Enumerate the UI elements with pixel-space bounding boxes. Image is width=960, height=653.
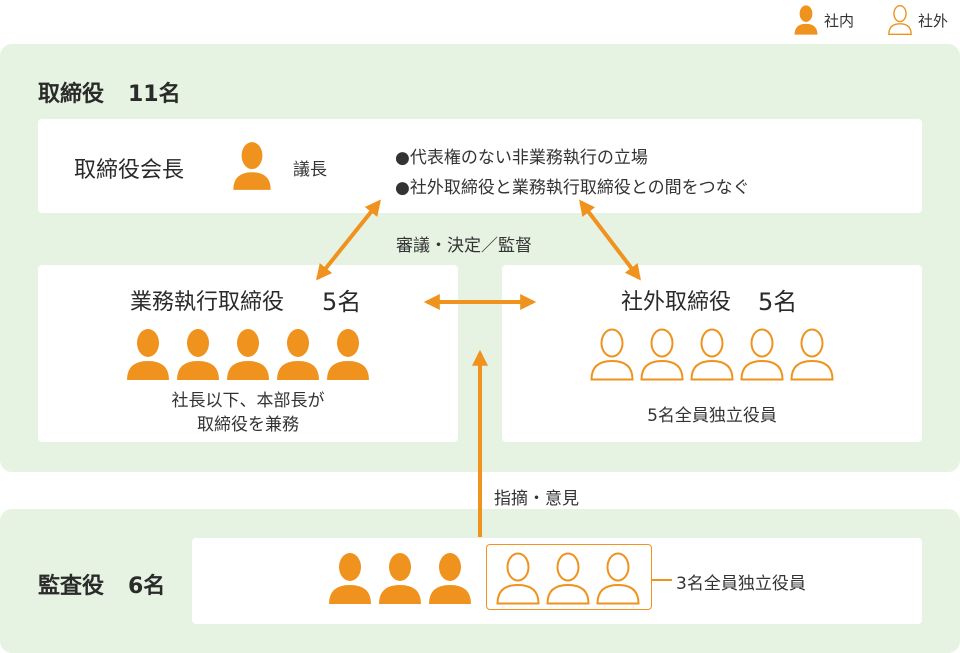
outside-director-person-icon-3 — [690, 328, 734, 381]
chairman-card — [38, 119, 922, 213]
arrow-chairman-executive — [315, 199, 382, 281]
executive-person-icon-4 — [277, 329, 319, 380]
auditors-outside-members-box — [486, 544, 652, 610]
legend-outside-label: 社外 — [918, 12, 949, 30]
auditors-outside-members-group — [494, 550, 644, 610]
auditors-inside-members-group — [326, 550, 476, 610]
deliberation-label: 審議・決定／監督 — [396, 236, 532, 256]
chairman-bullet-2: ●社外取締役と業務執行取締役との間をつなぐ — [395, 178, 750, 198]
auditor-outside-person-icon-1 — [496, 552, 540, 605]
outside-directors-note: 5名全員独立役員 — [647, 406, 777, 426]
legend-outside-person-icon — [886, 4, 914, 36]
board-count: 11名 — [128, 82, 181, 107]
executive-person-icon-1 — [127, 329, 169, 380]
chairman-bullet-1: ●代表権のない非業務執行の立場 — [395, 148, 648, 168]
feedback-label: 指摘・意見 — [494, 489, 579, 509]
outside-directors-members-group — [588, 326, 840, 386]
auditors-title: 監査役 — [38, 574, 105, 599]
board-title: 取締役 — [38, 82, 105, 107]
arrow-chairman-outside — [579, 199, 641, 281]
auditor-outside-person-icon-2 — [546, 552, 590, 605]
chairman-role: 議長 — [293, 160, 327, 180]
auditors-count: 6名 — [128, 574, 166, 599]
executive-members-group — [124, 326, 376, 386]
auditor-outside-person-icon-3 — [596, 552, 640, 605]
chairman-title: 取締役会長 — [74, 158, 185, 183]
outside-director-person-icon-2 — [640, 328, 684, 381]
chairman-person-icon — [229, 140, 275, 192]
auditors-note-connector — [652, 579, 672, 581]
auditors-note: 3名全員独立役員 — [676, 574, 806, 594]
auditor-inside-person-icon-3 — [429, 553, 471, 604]
outside-director-person-icon-5 — [790, 328, 834, 381]
outside-directors-title: 社外取締役 — [621, 290, 732, 315]
executive-note-line1: 社長以下、本部長が — [171, 391, 325, 411]
outside-directors-count: 5名 — [758, 288, 798, 316]
outside-director-person-icon-1 — [590, 328, 634, 381]
executive-person-icon-3 — [227, 329, 269, 380]
legend-inside-label: 社内 — [824, 12, 855, 30]
auditor-inside-person-icon-1 — [329, 553, 371, 604]
executive-person-icon-2 — [177, 329, 219, 380]
auditor-inside-person-icon-2 — [379, 553, 421, 604]
executive-count: 5名 — [322, 288, 362, 316]
outside-director-person-icon-4 — [740, 328, 784, 381]
executive-title: 業務執行取締役 — [130, 290, 285, 315]
legend-inside-person-icon — [792, 4, 820, 36]
executive-person-icon-5 — [327, 329, 369, 380]
executive-note-line2: 取締役を兼務 — [197, 415, 299, 435]
